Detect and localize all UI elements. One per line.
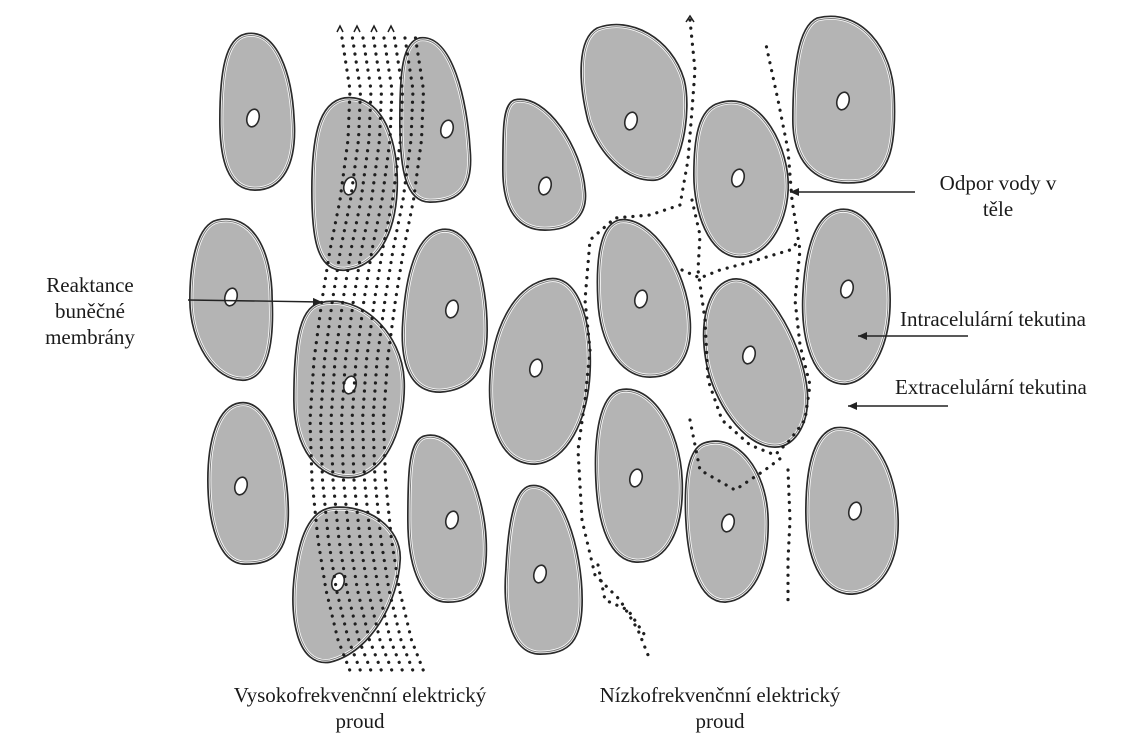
water-resistance-pointer	[790, 188, 915, 196]
current-path-end-marker	[388, 26, 394, 32]
cell	[598, 391, 681, 560]
cell	[314, 100, 395, 268]
cell-body	[583, 27, 684, 178]
cell	[410, 437, 484, 600]
cell	[805, 211, 888, 382]
cell	[210, 405, 286, 562]
current-path-end-marker	[354, 26, 360, 32]
cell	[808, 430, 896, 592]
cell-body	[505, 101, 583, 228]
cell-body	[210, 405, 286, 562]
cell	[404, 231, 485, 390]
cell-body	[706, 281, 806, 445]
intracellular-label: Intracelulární tekutina	[900, 306, 1086, 332]
low-frequency-current-line	[598, 565, 648, 640]
cell	[222, 35, 292, 188]
cell-body	[404, 231, 485, 390]
water-resistance-label: Odpor vody v těle	[928, 170, 1068, 222]
cell	[507, 488, 580, 652]
reactance-label: Reaktance buněčné membrány	[10, 272, 170, 350]
cell	[600, 222, 689, 375]
high-frequency-current-label: Vysokofrekvenčnní elektrický proud	[175, 682, 545, 734]
cells-layer	[192, 18, 896, 660]
cell	[505, 101, 583, 228]
extracellular-label: Extracelulární tekutina	[895, 374, 1087, 400]
current-path-end-marker	[337, 26, 343, 32]
cell	[706, 281, 806, 445]
current-path-end-marker	[371, 26, 377, 32]
low-frequency-current-line	[788, 470, 790, 600]
cell	[795, 18, 892, 180]
extracellular-pointer	[848, 402, 948, 410]
cell	[583, 27, 684, 178]
cell	[492, 281, 588, 462]
cell	[696, 103, 786, 255]
low-frequency-current-label: Nízkofrekvenčnní elektrický proud	[540, 682, 900, 734]
